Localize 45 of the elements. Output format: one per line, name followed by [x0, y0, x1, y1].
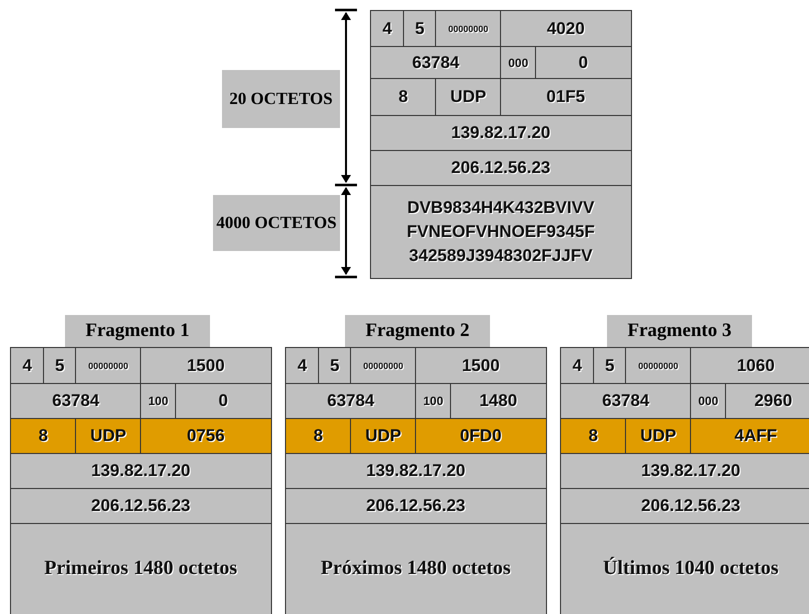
- header-field: 0FD0: [415, 418, 546, 454]
- header-field: UDP: [435, 78, 502, 116]
- header-field: 00000000: [625, 347, 692, 384]
- header-field: 0: [175, 383, 272, 420]
- header-field: 206.12.56.23: [285, 488, 546, 524]
- header-field: 1500: [415, 347, 546, 384]
- header-field: UDP: [625, 418, 692, 454]
- header-field: 8: [370, 78, 436, 116]
- payload-field: Últimos 1040 octetos: [560, 523, 809, 614]
- header-field: 63784: [370, 46, 502, 80]
- size-label: 4000 OCTETOS: [213, 195, 340, 251]
- header-field: 139.82.17.20: [370, 115, 632, 152]
- header-field: 206.12.56.23: [10, 488, 272, 524]
- header-field: 4AFF: [690, 418, 809, 454]
- header-field: 63784: [560, 383, 692, 420]
- header-field: 1500: [140, 347, 272, 384]
- size-label: 20 OCTETOS: [222, 70, 340, 128]
- header-field: 4020: [500, 10, 632, 48]
- header-field: 8: [10, 418, 76, 454]
- fragment-title: Fragmento 2: [345, 315, 490, 347]
- header-field: 139.82.17.20: [10, 453, 272, 490]
- payload-field: Primeiros 1480 octetos: [10, 523, 272, 614]
- header-field: 0756: [140, 418, 272, 454]
- header-field: 2960: [725, 383, 809, 420]
- header-field: 206.12.56.23: [370, 150, 632, 186]
- header-field: 206.12.56.23: [560, 488, 809, 524]
- fragment-title: Fragmento 1: [65, 315, 210, 347]
- header-field: 8: [560, 418, 626, 454]
- header-field: UDP: [350, 418, 416, 454]
- header-field: UDP: [75, 418, 142, 454]
- payload-field: Próximos 1480 octetos: [285, 523, 546, 614]
- header-field: 01F5: [500, 78, 632, 116]
- fragment-title: Fragmento 3: [607, 315, 752, 347]
- header-field: 1480: [450, 383, 546, 420]
- header-field: 1060: [690, 347, 809, 384]
- header-field: 00000000: [435, 10, 502, 48]
- header-field: 00000000: [75, 347, 142, 384]
- header-field: 63784: [10, 383, 142, 420]
- header-field: 00000000: [350, 347, 416, 384]
- header-field: 63784: [285, 383, 416, 420]
- header-field: 8: [285, 418, 352, 454]
- payload-field: DVB9834H4K432BVIVV FVNEOFVHNOEF9345F 342589J3948302FJJFV: [370, 185, 632, 278]
- header-field: 139.82.17.20: [560, 453, 809, 490]
- header-field: 0: [535, 46, 632, 80]
- header-field: 139.82.17.20: [285, 453, 546, 490]
